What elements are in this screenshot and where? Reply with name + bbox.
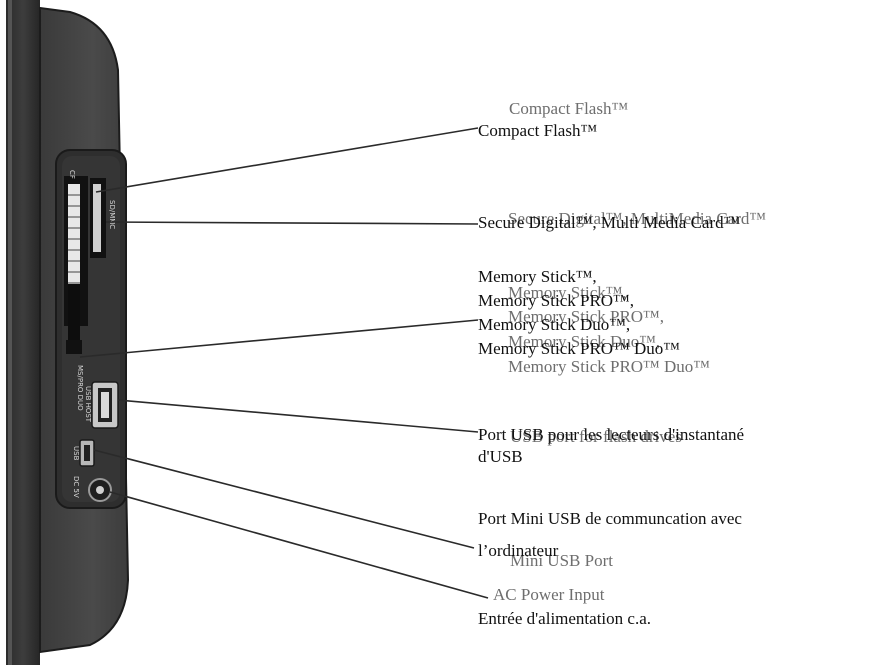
label-fr-memory-stick-2: Memory Stick PRO™, xyxy=(478,291,634,310)
label-en-compact-flash: Compact Flash™ xyxy=(509,99,629,118)
ms-device-label: MS/PRO DUO xyxy=(76,365,84,411)
label-fr-mini-usb-1: Port Mini USB de communcation avec xyxy=(478,509,742,528)
usb-device-label: USB xyxy=(72,446,80,461)
leader-memory-stick xyxy=(79,319,479,358)
label-fr-memory-stick-4: Memory Stick PRO™ Duo™ xyxy=(478,339,680,358)
label-en-memory-stick-1: Memory Stick™, xyxy=(508,283,627,302)
label-en-ac-power: AC Power Input xyxy=(493,585,605,604)
sd-mmc-slot xyxy=(90,178,106,258)
label-fr-memory-stick-1: Memory Stick™, xyxy=(478,267,597,286)
label-en-memory-stick-3: Memory Stick Duo™, xyxy=(508,332,661,351)
leader-mini-usb xyxy=(93,449,475,549)
memory-stick-slot xyxy=(66,284,82,354)
ac-power-jack xyxy=(88,478,112,502)
cf-device-label: CF xyxy=(68,170,76,179)
leader-compact-flash xyxy=(95,127,479,193)
dc-device-label: DC 5V xyxy=(72,476,80,498)
frame-bezel xyxy=(6,0,40,665)
mini-usb-port xyxy=(79,439,95,467)
label-en-usb-host: USB port for flash drives xyxy=(510,427,682,446)
label-fr-usb-host-1: Port USB pour les lecteurs d'instantané xyxy=(478,425,745,444)
usb-host-device-label: USB HOST xyxy=(84,386,92,423)
label-en-memory-stick-4: Memory Stick PRO™ Duo™ xyxy=(508,357,710,376)
leader-sd-mmc xyxy=(105,221,479,225)
label-fr-compact-flash: Compact Flash™ xyxy=(478,121,598,140)
sd-mmc-device-label: SD/MMC xyxy=(108,200,116,229)
label-fr-mini-usb-2: l’ordinateur xyxy=(478,541,559,560)
label-en-memory-stick-2: Memory Stick PRO™, xyxy=(508,307,664,326)
leader-ac-power xyxy=(109,491,489,599)
leader-usb-host xyxy=(117,399,479,433)
usb-host-port xyxy=(91,381,119,429)
leader-lines xyxy=(79,127,489,599)
label-fr-sd-mmc: Secure Digital™, Multi Media Card™ xyxy=(478,213,741,232)
label-en-mini-usb: Mini USB Port xyxy=(510,551,613,570)
label-fr-memory-stick-3: Memory Stick Duo™, xyxy=(478,315,631,334)
label-fr-ac-power: Entrée d'alimentation c.a. xyxy=(478,609,651,628)
label-en-sd-mmc: Secure Digital™, MultiMedia Card™ xyxy=(508,209,767,228)
label-fr-usb-host-2: d'USB xyxy=(478,447,523,466)
